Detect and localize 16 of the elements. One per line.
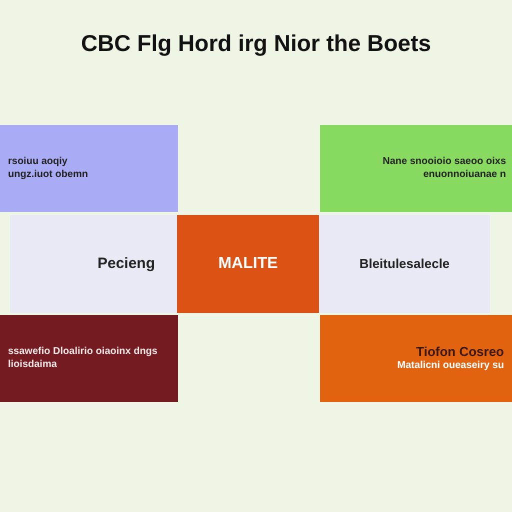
panel-text: Bleitulesalecle bbox=[359, 256, 450, 272]
panel bbox=[319, 215, 490, 313]
panel bbox=[10, 215, 177, 313]
panel-heading: Tiofon Cosreo bbox=[416, 344, 504, 360]
panel-text: Matalicni oueaseiry su bbox=[397, 360, 504, 373]
panel bbox=[177, 215, 319, 313]
panel bbox=[320, 315, 512, 402]
panel-text: ssawefio Dloalirio oiaoinx dngs lioisdaima bbox=[8, 346, 158, 371]
panel-text: Nane snooioio saeoo oixs enuonnoiuanae n bbox=[382, 156, 506, 181]
panel-text: Pecieng bbox=[97, 254, 155, 274]
panel-text: rsoiuu aoqiy ungz.iuot obemn bbox=[8, 156, 89, 181]
panel bbox=[0, 315, 178, 402]
diagram-title: CBC Flg Hord irg Nior the Boets bbox=[80, 30, 432, 57]
panel-text: MALITE bbox=[218, 254, 278, 274]
panel bbox=[320, 125, 512, 212]
panel bbox=[0, 125, 178, 212]
